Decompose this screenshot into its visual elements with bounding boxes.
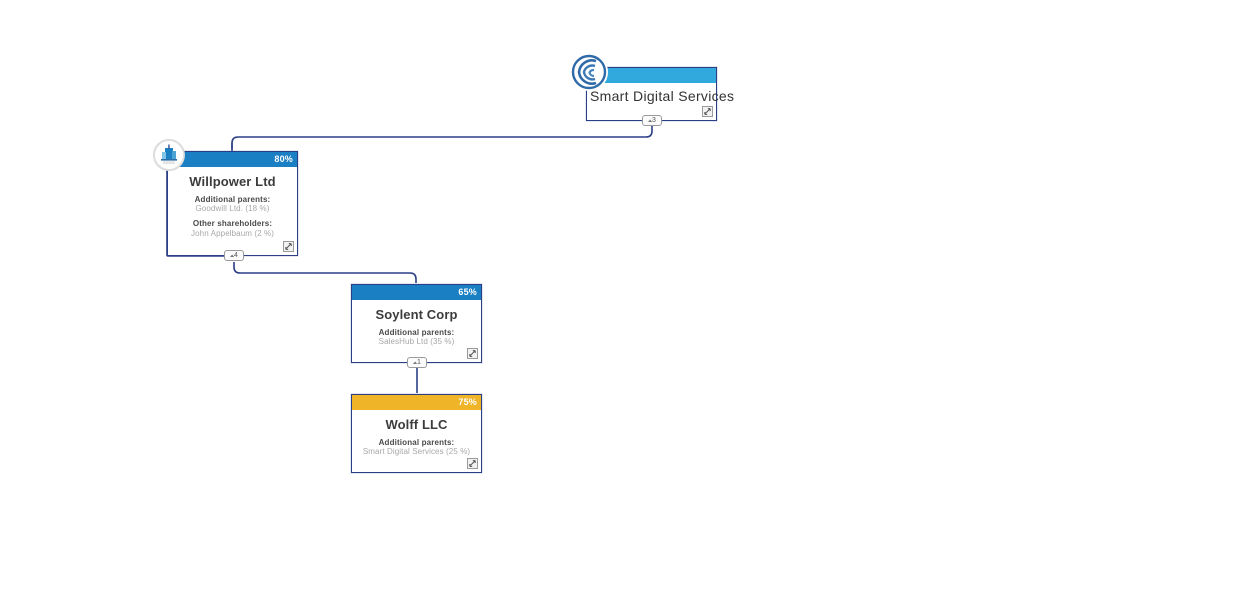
section-label: Additional parents: bbox=[378, 328, 455, 337]
section-value: John Appelbaum (2 %) bbox=[191, 228, 274, 238]
collapse-badge-smart-digital-services[interactable]: ▴3 bbox=[642, 115, 662, 126]
node-smart-digital-services[interactable]: Smart Digital Services bbox=[586, 67, 735, 121]
ownership-percentage: 65% bbox=[458, 287, 477, 297]
chevron-up-icon: ▴ bbox=[648, 117, 653, 124]
child-count: 4 bbox=[234, 252, 238, 259]
section-label: Additional parents: bbox=[194, 195, 271, 204]
section-value: SalesHub Ltd (35 %) bbox=[378, 337, 455, 347]
node-body: Willpower Ltd Additional parents: Goodwi… bbox=[168, 167, 297, 255]
node-title: Wolff LLC bbox=[385, 417, 448, 432]
additional-parents-section: Additional parents: Smart Digital Servic… bbox=[352, 438, 481, 456]
section-value: Goodwill Ltd. (18 %) bbox=[195, 204, 270, 214]
expand-icon[interactable] bbox=[467, 458, 478, 469]
expand-icon[interactable] bbox=[283, 241, 294, 252]
company-logo-swirl-icon bbox=[570, 53, 608, 91]
chevron-up-icon: ▴ bbox=[230, 252, 235, 259]
additional-parents-section: Additional parents: SalesHub Ltd (35 %) bbox=[352, 328, 481, 346]
child-count: 1 bbox=[417, 359, 421, 366]
additional-parents-section: Additional parents: Goodwill Ltd. (18 %) bbox=[168, 195, 297, 213]
node-body: Soylent Corp Additional parents: SalesHu… bbox=[352, 300, 481, 362]
section-value: Smart Digital Services (25 %) bbox=[362, 447, 471, 457]
expand-icon[interactable] bbox=[702, 106, 713, 117]
collapse-badge-soylent-corp[interactable]: ▴1 bbox=[407, 357, 427, 368]
node-body: Wolff LLC Additional parents: Smart Digi… bbox=[352, 410, 481, 472]
node-title: Soylent Corp bbox=[375, 307, 458, 322]
section-label: Additional parents: bbox=[378, 438, 455, 447]
node-willpower-ltd[interactable]: 80% Willpower Ltd Additional parents: Go… bbox=[167, 151, 298, 256]
node-soylent-corp[interactable]: 65% Soylent Corp Additional parents: Sal… bbox=[351, 284, 482, 363]
node-header: 65% bbox=[352, 285, 481, 300]
node-wolff-llc[interactable]: 75% Wolff LLC Additional parents: Smart … bbox=[351, 394, 482, 473]
company-building-icon bbox=[153, 139, 185, 171]
child-count: 3 bbox=[652, 117, 656, 124]
node-header: 75% bbox=[352, 395, 481, 410]
edge-willpower-to-soylent bbox=[233, 262, 417, 283]
section-label: Other shareholders: bbox=[192, 219, 273, 229]
node-header: 80% bbox=[168, 152, 297, 167]
ownership-percentage: 80% bbox=[274, 154, 293, 164]
node-header bbox=[587, 68, 716, 83]
collapse-badge-willpower-ltd[interactable]: ▴4 bbox=[224, 250, 244, 261]
node-body: Smart Digital Services bbox=[587, 83, 735, 120]
chevron-up-icon: ▴ bbox=[413, 359, 418, 366]
node-title: Smart Digital Services bbox=[590, 88, 735, 104]
other-shareholders-section: Other shareholders: John Appelbaum (2 %) bbox=[168, 219, 297, 237]
ownership-percentage: 75% bbox=[458, 397, 477, 407]
node-title: Willpower Ltd bbox=[189, 174, 276, 189]
expand-icon[interactable] bbox=[467, 348, 478, 359]
